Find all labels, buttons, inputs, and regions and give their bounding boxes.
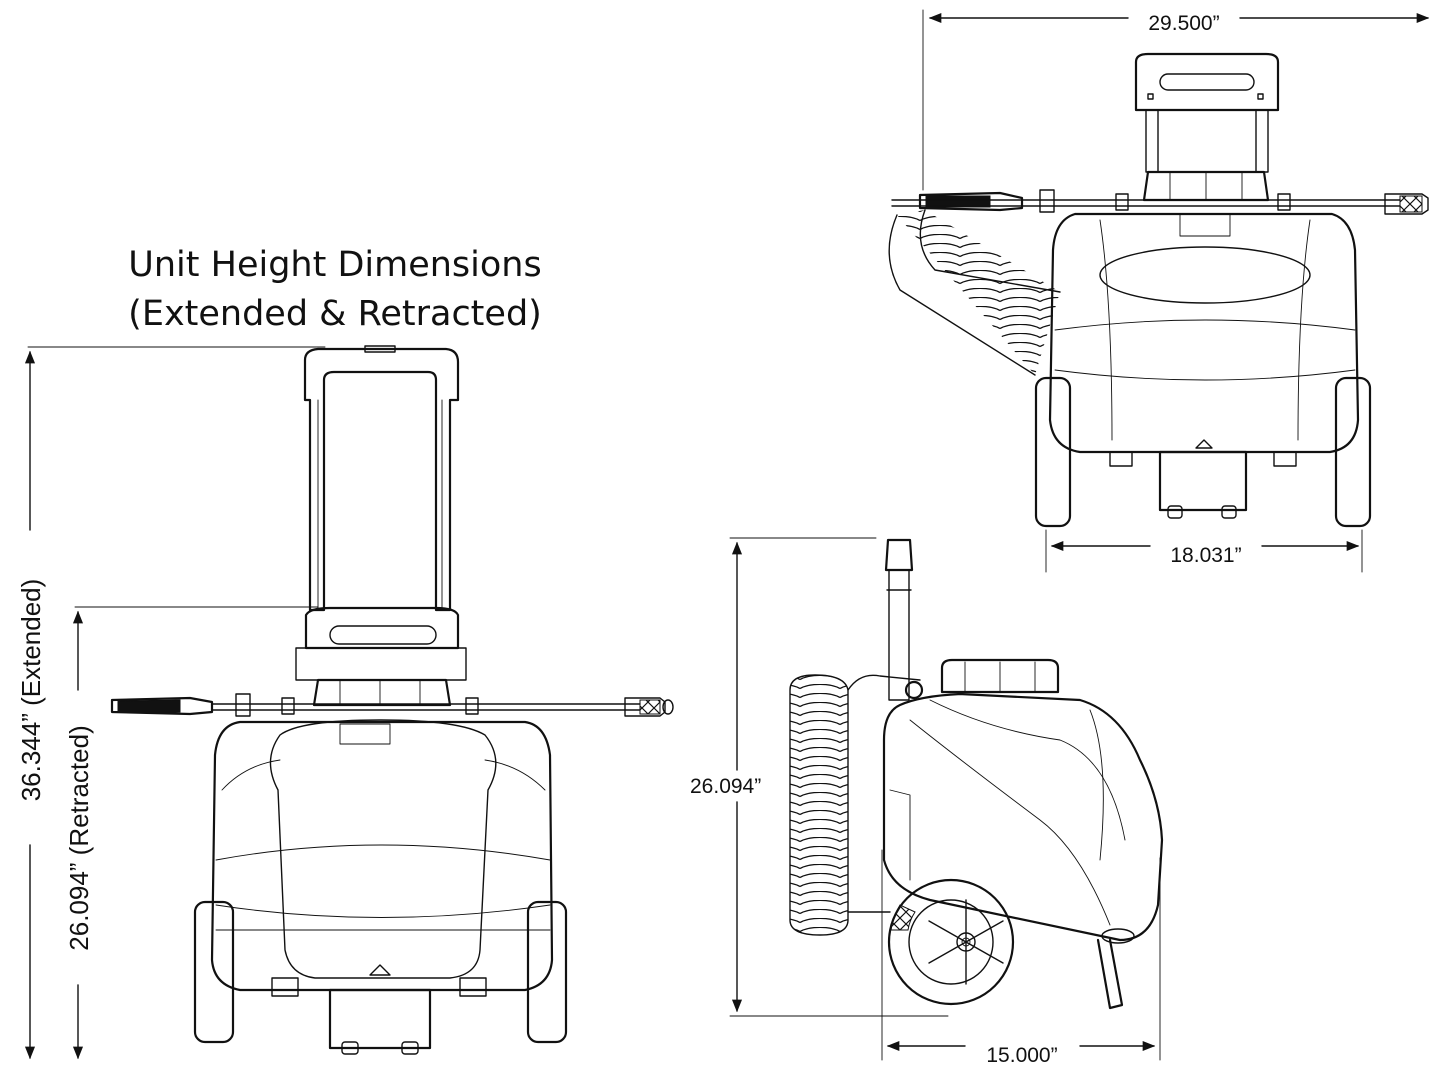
extended-height-label: 36.344” (Extended): [16, 579, 46, 802]
side-depth-label: 15.000”: [986, 1044, 1057, 1065]
side-view: 26.094” 15.000”: [690, 537, 1164, 1065]
side-height-label: 26.094”: [690, 775, 761, 798]
front-view-retracted: 29.500”: [888, 9, 1430, 573]
title-line-2: (Extended & Retracted): [128, 294, 542, 334]
front-view-extended: 36.344” (Extended) 26.094” (Retracted): [16, 345, 674, 1060]
wheel-width-label: 18.031”: [1170, 544, 1241, 567]
top-width-label: 29.500”: [1148, 12, 1219, 35]
retracted-height-label: 26.094” (Retracted): [64, 725, 94, 950]
title-line-1: Unit Height Dimensions: [128, 245, 541, 285]
